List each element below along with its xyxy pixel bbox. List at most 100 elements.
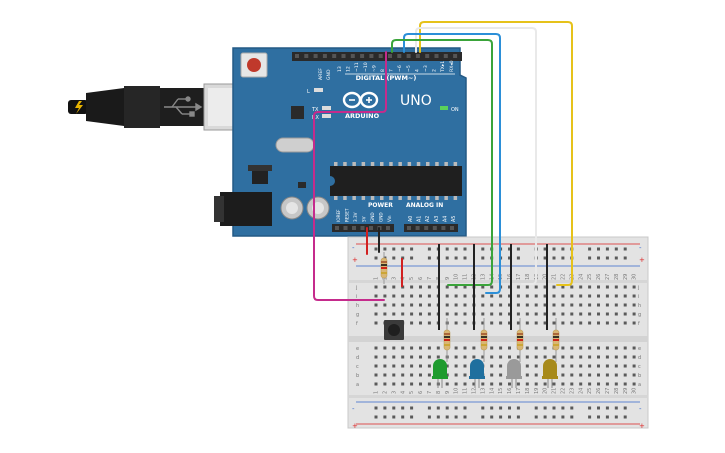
breadboard-hole [383,364,387,368]
breadboard-hole [632,382,636,386]
wire-magenta [313,51,387,301]
breadboard-hole [401,303,405,307]
power-pin-label: IOREF [336,209,341,222]
column-label: 21 [552,388,558,394]
breadboard-hole [614,321,618,325]
column-label: 22 [561,274,567,280]
breadboard-hole [490,355,494,359]
breadboard-hole [490,364,494,368]
row-label: d [356,355,359,361]
breadboard-hole [516,256,520,260]
row-label: b [356,373,359,379]
breadboard-hole [508,415,511,419]
column-label: 18 [525,388,531,394]
breadboard-hole [410,415,414,419]
breadboard-hole [543,247,547,251]
breadboard-hole [516,247,520,251]
column-label: 19 [534,388,540,394]
header-pin [360,54,365,58]
column-label: 3 [391,277,397,280]
breadboard-hole [436,346,440,350]
tx-label: TX [311,107,319,113]
breadboard-hole [570,285,574,289]
breadboard-hole [419,312,422,316]
breadboard-hole [463,382,467,386]
row-label: f [356,321,358,327]
row-label: h [638,303,641,309]
breadboard-hole [427,285,431,289]
digital-pin-label: 7 [389,69,395,72]
breadboard-hole [588,364,592,368]
column-label: 20 [543,274,549,280]
breadboard-hole [419,364,422,368]
header-pin [369,54,374,58]
column-label: 15 [498,274,504,280]
breadboard-hole [597,355,600,359]
breadboard-hole [374,312,378,316]
digital-pin-label: 4 [414,69,420,72]
breadboard-hole [472,355,476,359]
chip-pin [416,196,421,200]
breadboard-hole [632,373,636,377]
header-pin [295,54,299,58]
breadboard-hole [463,373,467,377]
chip-pin [370,162,375,166]
digital-pin-label: 2 [432,69,438,72]
breadboard-hole [632,303,636,307]
breadboard-hole [543,382,547,386]
breadboard-hole [463,294,467,298]
chip-pin [343,162,347,166]
breadboard-hole [401,247,405,251]
breadboard-hole [410,285,414,289]
breadboard-hole [401,346,405,350]
column-label: 27 [605,274,611,280]
breadboard-hole [454,406,458,410]
chip-pin [361,162,366,166]
breadboard-hole [623,346,627,350]
column-label: 23 [569,388,575,394]
breadboard-hole [588,294,592,298]
breadboard-hole [454,355,458,359]
breadboard-hole [410,355,414,359]
column-label: 22 [561,388,567,394]
breadboard-hole [552,285,556,289]
breadboard-hole [561,355,565,359]
breadboard-hole [445,406,449,410]
breadboard-hole [534,355,538,359]
analog-label: ANALOG IN [406,202,443,209]
breadboard-hole [561,373,565,377]
digital-pin-label: ~5 [406,65,412,72]
header-pin [453,54,458,58]
header-pin [434,54,439,58]
row-label: g [356,312,359,318]
push-button[interactable] [384,320,404,340]
breadboard-hole [561,415,565,419]
breadboard-hole [516,285,520,289]
column-label: 15 [498,388,504,394]
breadboard-hole [534,364,538,368]
breadboard-hole [374,285,378,289]
breadboard-hole [605,303,609,307]
power-pin-label: Vin [387,215,392,222]
power-pin-label: GND [370,212,375,222]
breadboard-hole [597,364,600,368]
breadboard-hole [525,382,529,386]
breadboard-hole [383,382,387,386]
breadboard-hole [525,285,529,289]
breadboard-hole [454,373,458,377]
rx-led [322,114,331,118]
breadboard-hole [481,247,485,251]
breadboard-hole [481,321,485,325]
rail-plus-tr: + [639,256,645,264]
column-label: 26 [596,388,602,394]
reset-button[interactable] [240,52,268,78]
breadboard-hole [454,303,458,307]
breadboard-hole [570,346,574,350]
breadboard-hole [481,355,485,359]
column-label: 6 [418,391,424,394]
breadboard-hole [508,256,511,260]
breadboard-hole [543,256,547,260]
breadboard-hole [436,406,440,410]
arduino-logo [342,91,379,109]
